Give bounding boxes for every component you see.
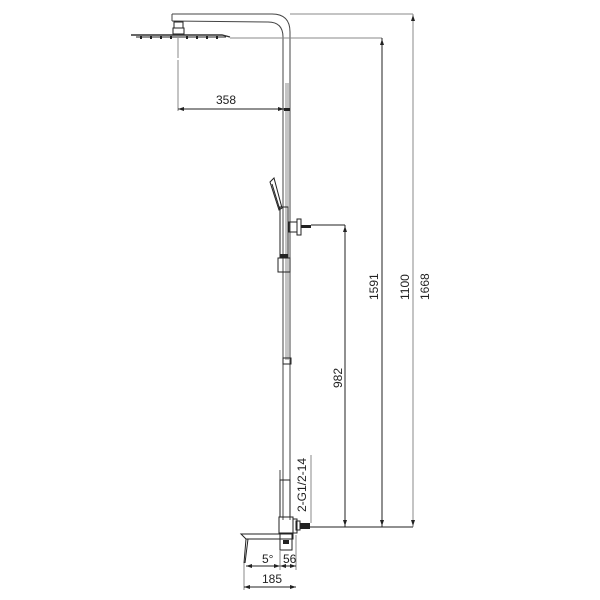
dim-label-982: 982 (331, 368, 345, 388)
dimension-358: 358 (177, 60, 284, 111)
connection-callout: 2-G1/2-14 (295, 455, 312, 523)
dimension-56: 5° 56 (246, 535, 297, 570)
dimension-982: 982 (311, 224, 347, 527)
dim-label-1668: 1668 (418, 273, 432, 300)
dim-label-185: 185 (262, 572, 282, 586)
dim-label-1100: 1100 (398, 274, 412, 300)
dimension-1591: 1591 (230, 37, 384, 527)
hand-shower (269, 177, 292, 365)
dim-label-connection: 2-G1/2-14 (295, 458, 309, 512)
shower-arm (171, 13, 291, 520)
dim-label-358: 358 (216, 93, 236, 107)
dim-label-angle: 5° (262, 552, 274, 566)
bath-mixer (278, 470, 310, 551)
dimension-1668: 1668 1100 (290, 13, 432, 527)
dim-label-56: 56 (283, 552, 297, 566)
tub-spout (239, 533, 294, 564)
dim-label-1591: 1591 (367, 273, 381, 300)
hose-outlet (288, 218, 311, 236)
dimension-185: 185 (243, 563, 296, 590)
rain-shower-head (131, 21, 231, 58)
